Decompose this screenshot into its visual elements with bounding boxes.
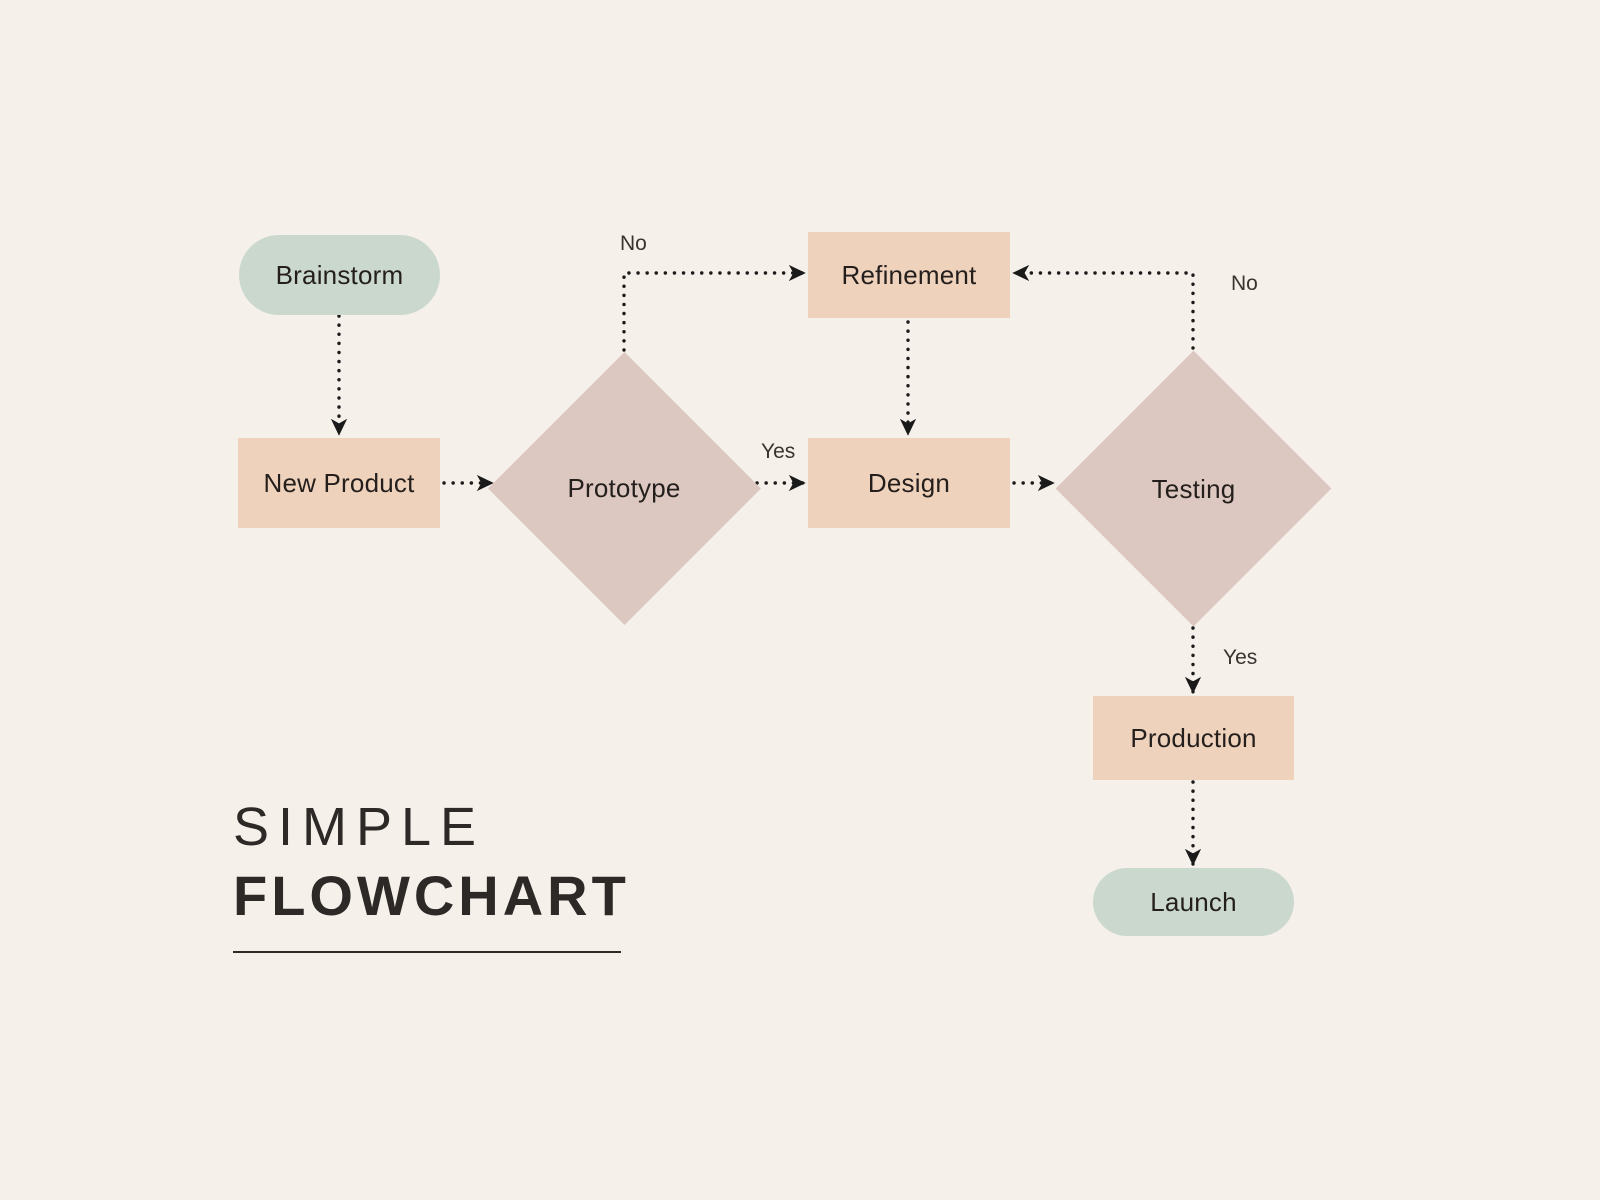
edge-label-yes-design: Yes [761, 440, 796, 463]
node-testing-label: Testing [1151, 473, 1236, 504]
node-launch-label: Launch [1150, 887, 1237, 917]
node-prototype-label: Prototype [567, 473, 681, 503]
node-design-label: Design [867, 468, 951, 498]
edge-label-yes-testing: Yes [1223, 646, 1258, 669]
edge-label-no-testing: No [1231, 272, 1258, 295]
node-refinement-label: Refinement [841, 260, 977, 290]
node-launch[interactable]: Launch [1093, 868, 1294, 936]
title-block: SIMPLE FLOWCHART [233, 800, 630, 953]
title-line-2: FLOWCHART [233, 864, 630, 927]
node-design[interactable]: Design [808, 438, 1010, 528]
node-refinement[interactable]: Refinement [808, 232, 1010, 318]
node-brainstorm[interactable]: Brainstorm [239, 235, 440, 315]
edge-prototype-no-refinement [622, 264, 806, 352]
title-underline-rule [233, 951, 621, 953]
node-testing[interactable]: Testing [1055, 350, 1332, 627]
node-new-product-label: New Product [263, 468, 415, 498]
node-brainstorm-label: Brainstorm [275, 260, 404, 290]
node-new-product[interactable]: New Product [238, 438, 440, 528]
edge-testing-no-refinement [1012, 264, 1195, 350]
node-production[interactable]: Production [1093, 696, 1294, 780]
title-line-1: SIMPLE [233, 797, 486, 857]
node-production-label: Production [1130, 723, 1257, 753]
node-prototype[interactable]: Prototype [487, 351, 761, 625]
edge-label-no-prototype: No [620, 232, 647, 255]
